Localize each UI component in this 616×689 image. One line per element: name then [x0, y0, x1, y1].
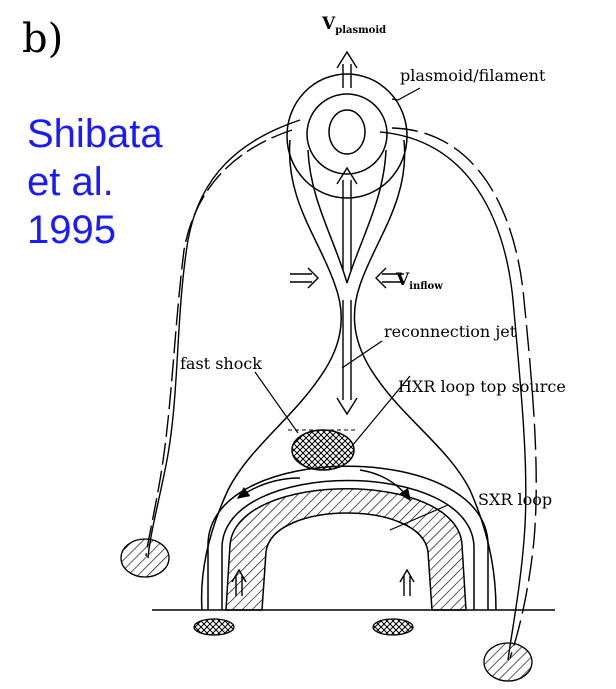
v-plasmoid-sub: plasmoid — [335, 25, 386, 36]
plasmoid — [287, 74, 407, 198]
hxr-loop-top-source — [292, 430, 354, 470]
v-inflow-label: Vinflow — [396, 270, 443, 292]
sxr-loop — [226, 489, 466, 610]
footpoint-left — [194, 619, 234, 635]
far-footpoint-right — [484, 643, 532, 681]
reconnection-jet-label: reconnection jet — [384, 322, 516, 341]
v-plasmoid-label: Vplasmoid — [322, 14, 386, 36]
fast-shock-label: fast shock — [180, 354, 262, 373]
sxr-loop-label: SXR loop — [478, 490, 552, 509]
citation-line-1: Shibata — [27, 110, 163, 158]
v-plasmoid-main: V — [322, 14, 335, 34]
v-inflow-main: V — [396, 270, 409, 290]
hxr-loop-top-source-label: HXR loop top source — [398, 377, 566, 396]
plasmoid-filament-label: plasmoid/filament — [400, 66, 545, 85]
citation-line-2: et al. — [27, 158, 163, 206]
footpoint-right — [373, 619, 413, 635]
citation-line-3: 1995 — [27, 206, 163, 254]
citation: Shibata et al. 1995 — [27, 110, 163, 254]
panel-label: b) — [22, 16, 63, 62]
far-footpoint-left — [121, 539, 169, 577]
v-inflow-sub: inflow — [409, 281, 443, 292]
